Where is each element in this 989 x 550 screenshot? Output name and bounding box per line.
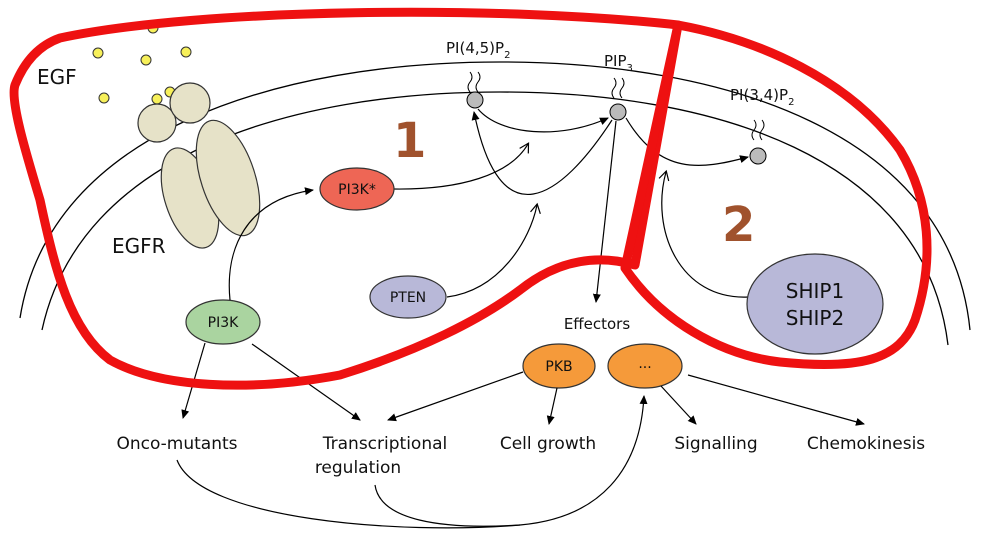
lipid-pip2-45 [466,71,484,109]
pi3k-active-node [319,167,395,211]
regulation-label: regulation [315,458,401,478]
inner-membrane [41,91,949,346]
egf-label: EGF [37,65,77,89]
chemokinesis-label: Chemokinesis [807,434,925,454]
pi3k-active-label: PI3K* [338,182,376,198]
transcription-feedback-curve [374,484,521,527]
pten-label: PTEN [390,290,426,306]
region-1-number: 1 [393,113,426,169]
other-effector-label: ... [638,356,651,372]
other-effector-node [607,343,683,389]
cell-growth-label: Cell growth [500,434,596,454]
lipid-pip2-34 [749,119,767,165]
transcriptional-label: Transcriptional [322,434,447,454]
pi3k-activation-arrow [228,187,314,301]
egfr-receptor [137,82,261,249]
signalling-label: Signalling [674,434,757,454]
onco-feedback-curve [176,395,648,529]
pkb-to-growth-arrow [546,387,558,425]
pip3-to-effectors-arrow [592,120,617,303]
effector-to-chemokinesis-arrow [687,374,865,426]
region-2-highlight [620,20,932,370]
effectors-label: Effectors [564,315,631,333]
ship2-label: SHIP2 [786,306,844,330]
ship1-label: SHIP1 [786,279,844,303]
pip2-34-label: PI(3,4)P2 [730,86,794,108]
onco-mutants-label: Onco-mutants [116,434,237,454]
ship-node [746,253,884,355]
arrow-pip3-to-pip34 [625,117,749,166]
pip3-label: PIP3 [604,52,633,74]
lipid-pip3 [609,77,627,121]
ship-catalysis-arrow [658,169,749,298]
pkb-label: PKB [545,359,572,375]
pip2-45-label: PI(4,5)P2 [446,39,510,61]
outer-membrane [19,61,971,331]
region-1-highlight [9,7,683,390]
pkb-to-transcription-arrow [387,371,524,422]
pten-node [369,275,447,319]
region-2-number: 2 [722,197,755,253]
pi3k-active-catalysis-arrow [392,142,530,190]
pi3k-node [185,299,261,345]
effector-to-signalling-arrow [660,385,697,425]
arrow-pip2-to-pip3 [477,108,609,133]
pten-catalysis-arrow [446,202,541,298]
pi3k-label: PI3K [208,315,239,331]
egfr-label: EGFR [112,234,166,258]
arrow-pip3-to-pip2 [471,111,613,195]
pkb-node [522,343,596,389]
